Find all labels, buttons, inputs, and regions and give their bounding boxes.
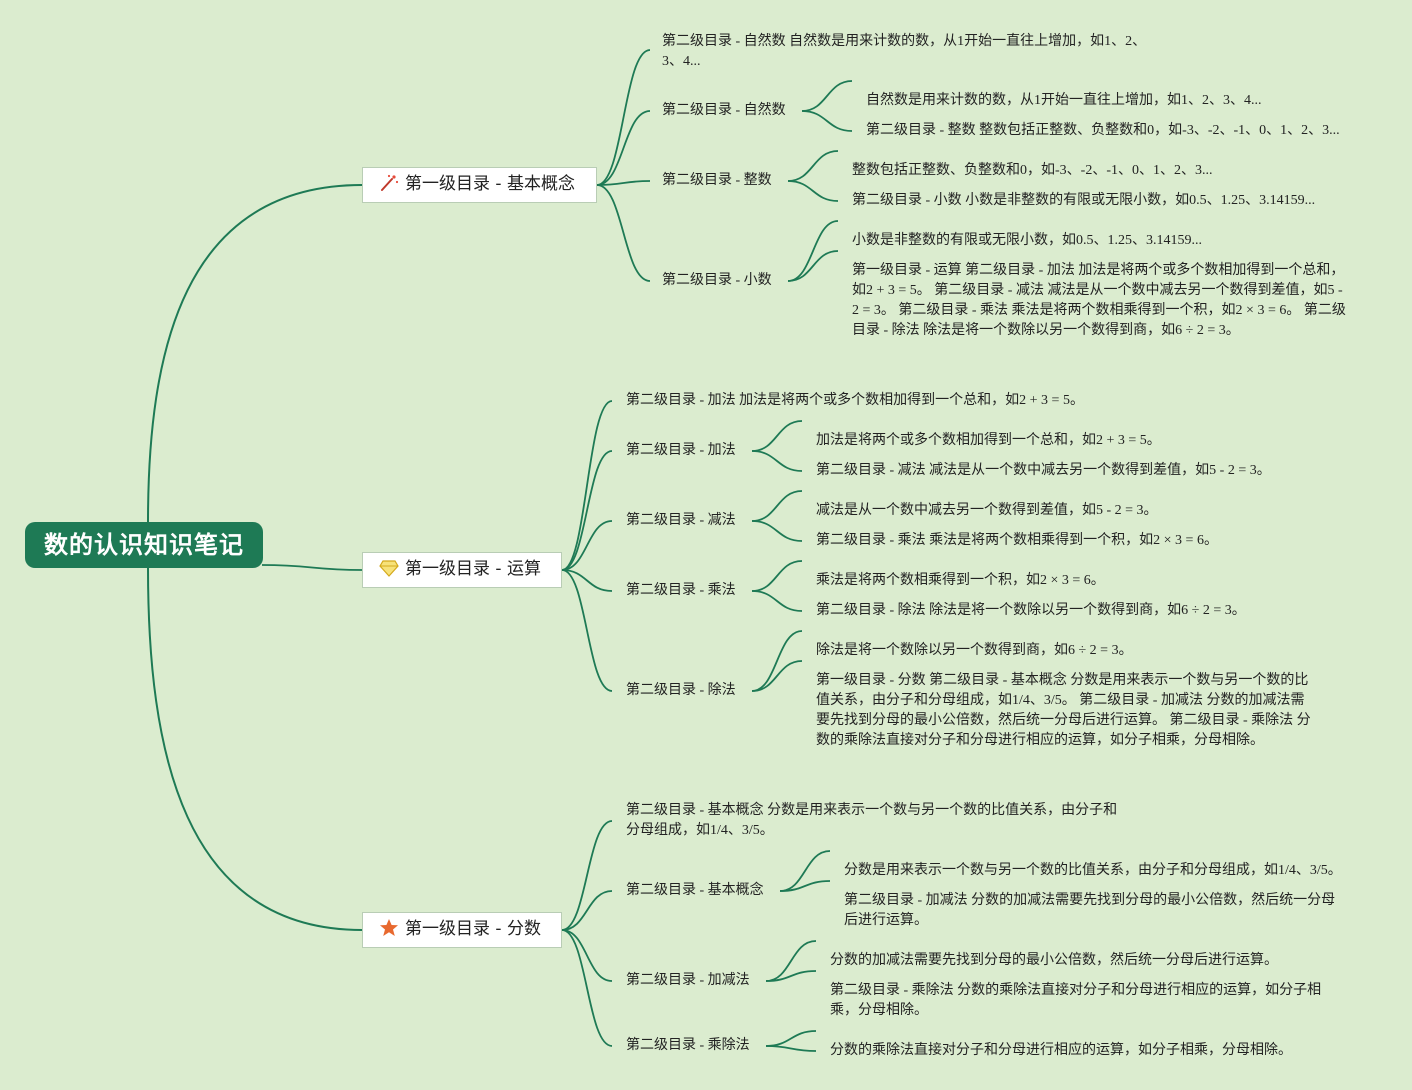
connector-line: [751, 660, 803, 692]
note-text[interactable]: 第二级目录 - 乘法 乘法是将两个数相乘得到一个积，如2 × 3 = 6。: [816, 533, 1218, 548]
connector-line: [596, 180, 651, 186]
note-text[interactable]: 减法是从一个数中减去另一个数得到差值，如5 - 2 = 3。: [816, 503, 1158, 518]
note-text[interactable]: 第二级目录 - 除法 除法是将一个数除以另一个数得到商，如6 ÷ 2 = 3。: [816, 603, 1246, 618]
connector-line: [561, 890, 613, 931]
connector-line: [787, 250, 839, 282]
note-text[interactable]: 第二级目录 - 加减法 分数的加减法需要先找到分母的最小公倍数，然后统一分母后进…: [844, 893, 1336, 928]
branch-label: 第一级目录 - 分数: [405, 919, 541, 939]
sub-topic-addition[interactable]: 第二级目录 - 加法: [626, 443, 736, 458]
trunk-line: [147, 567, 363, 931]
branch-basic-concepts[interactable]: 第一级目录 - 基本概念: [362, 167, 597, 203]
connector-line: [801, 110, 853, 132]
root-topic[interactable]: 数的认识知识笔记: [25, 522, 263, 568]
connector-line: [765, 1045, 817, 1052]
connector-line: [561, 520, 613, 571]
sub-topic-fraction-mul-div[interactable]: 第二级目录 - 乘除法: [626, 1038, 750, 1053]
connector-line: [779, 850, 831, 892]
connector-line: [787, 220, 839, 282]
note-text[interactable]: 加法是将两个或多个数相加得到一个总和，如2 + 3 = 5。: [816, 433, 1161, 448]
note-text[interactable]: 小数是非整数的有限或无限小数，如0.5、1.25、3.14159...: [852, 233, 1202, 248]
note-text[interactable]: 第二级目录 - 整数 整数包括正整数、负整数和0，如-3、-2、-1、0、1、2…: [866, 123, 1340, 138]
connector-line: [751, 560, 803, 592]
note-text[interactable]: 乘法是将两个数相乘得到一个积，如2 × 3 = 6。: [816, 573, 1105, 588]
connector-line: [751, 450, 803, 472]
connector-line: [751, 630, 803, 692]
note-text[interactable]: 分数是用来表示一个数与另一个数的比值关系，由分子和分母组成，如1/4、3/5。: [844, 863, 1342, 878]
sub-topic-division[interactable]: 第二级目录 - 除法: [626, 683, 736, 698]
connector-line: [801, 80, 853, 112]
connector-line: [779, 880, 831, 892]
note-text[interactable]: 整数包括正整数、负整数和0，如-3、-2、-1、0、1、2、3...: [852, 163, 1213, 178]
note-text[interactable]: 自然数是用来计数的数，从1开始一直往上增加，如1、2、3、4...: [866, 93, 1262, 108]
note-text[interactable]: 除法是将一个数除以另一个数得到商，如6 ÷ 2 = 3。: [816, 643, 1133, 658]
trunk-line: [147, 184, 363, 523]
connector-line: [751, 490, 803, 522]
sub-topic-integers[interactable]: 第二级目录 - 整数: [662, 173, 772, 188]
magic-wand-icon: [379, 171, 401, 204]
leaf-text[interactable]: 第二级目录 - 加法 加法是将两个或多个数相加得到一个总和，如2 + 3 = 5…: [626, 393, 1084, 408]
connector-line: [561, 569, 613, 692]
connector-line: [561, 569, 613, 592]
note-text[interactable]: 分数的乘除法直接对分子和分母进行相应的运算，如分子相乘，分母相除。: [830, 1043, 1292, 1058]
note-text[interactable]: 第二级目录 - 减法 减法是从一个数中减去另一个数得到差值，如5 - 2 = 3…: [816, 463, 1271, 478]
connector-line: [561, 929, 613, 982]
sub-topic-decimals[interactable]: 第二级目录 - 小数: [662, 273, 772, 288]
connector-line: [751, 520, 803, 542]
branch-fractions[interactable]: 第一级目录 - 分数: [362, 912, 562, 948]
branch-label: 第一级目录 - 基本概念: [405, 174, 575, 194]
sub-topic-fraction-add-sub[interactable]: 第二级目录 - 加减法: [626, 973, 750, 988]
connector-line: [596, 49, 651, 186]
leaf-text[interactable]: 第二级目录 - 基本概念 分数是用来表示一个数与另一个数的比值关系，由分子和分母…: [626, 803, 1118, 838]
connector-line: [787, 150, 839, 182]
connector-line: [561, 820, 613, 931]
connector-line: [787, 180, 839, 202]
diamond-icon: [379, 556, 401, 589]
connector-line: [765, 970, 817, 982]
leaf-text[interactable]: 第二级目录 - 自然数 自然数是用来计数的数，从1开始一直往上增加，如1、2、3…: [662, 34, 1147, 69]
note-text[interactable]: 第一级目录 - 运算 第二级目录 - 加法 加法是将两个或多个数相加得到一个总和…: [852, 263, 1346, 338]
star-icon: [379, 916, 401, 949]
trunk-line: [261, 564, 363, 571]
branch-label: 第一级目录 - 运算: [405, 559, 541, 579]
note-text[interactable]: 分数的加减法需要先找到分母的最小公倍数，然后统一分母后进行运算。: [830, 953, 1278, 968]
sub-topic-multiplication[interactable]: 第二级目录 - 乘法: [626, 583, 736, 598]
note-text[interactable]: 第一级目录 - 分数 第二级目录 - 基本概念 分数是用来表示一个数与另一个数的…: [816, 673, 1311, 748]
connector-line: [561, 929, 613, 1047]
connector-line: [751, 590, 803, 612]
connector-line: [765, 1030, 817, 1047]
note-text[interactable]: 第二级目录 - 小数 小数是非整数的有限或无限小数，如0.5、1.25、3.14…: [852, 193, 1316, 208]
connector-line: [765, 940, 817, 982]
connector-line: [561, 400, 613, 571]
branch-operations[interactable]: 第一级目录 - 运算: [362, 552, 562, 588]
connector-line: [596, 184, 651, 282]
sub-topic-natural-numbers[interactable]: 第二级目录 - 自然数: [662, 103, 786, 118]
connector-line: [596, 110, 651, 186]
sub-topic-subtraction[interactable]: 第二级目录 - 减法: [626, 513, 736, 528]
note-text[interactable]: 第二级目录 - 乘除法 分数的乘除法直接对分子和分母进行相应的运算，如分子相乘，…: [830, 983, 1322, 1018]
connector-line: [561, 450, 613, 571]
connector-line: [751, 420, 803, 452]
sub-topic-fraction-basics[interactable]: 第二级目录 - 基本概念: [626, 883, 764, 898]
